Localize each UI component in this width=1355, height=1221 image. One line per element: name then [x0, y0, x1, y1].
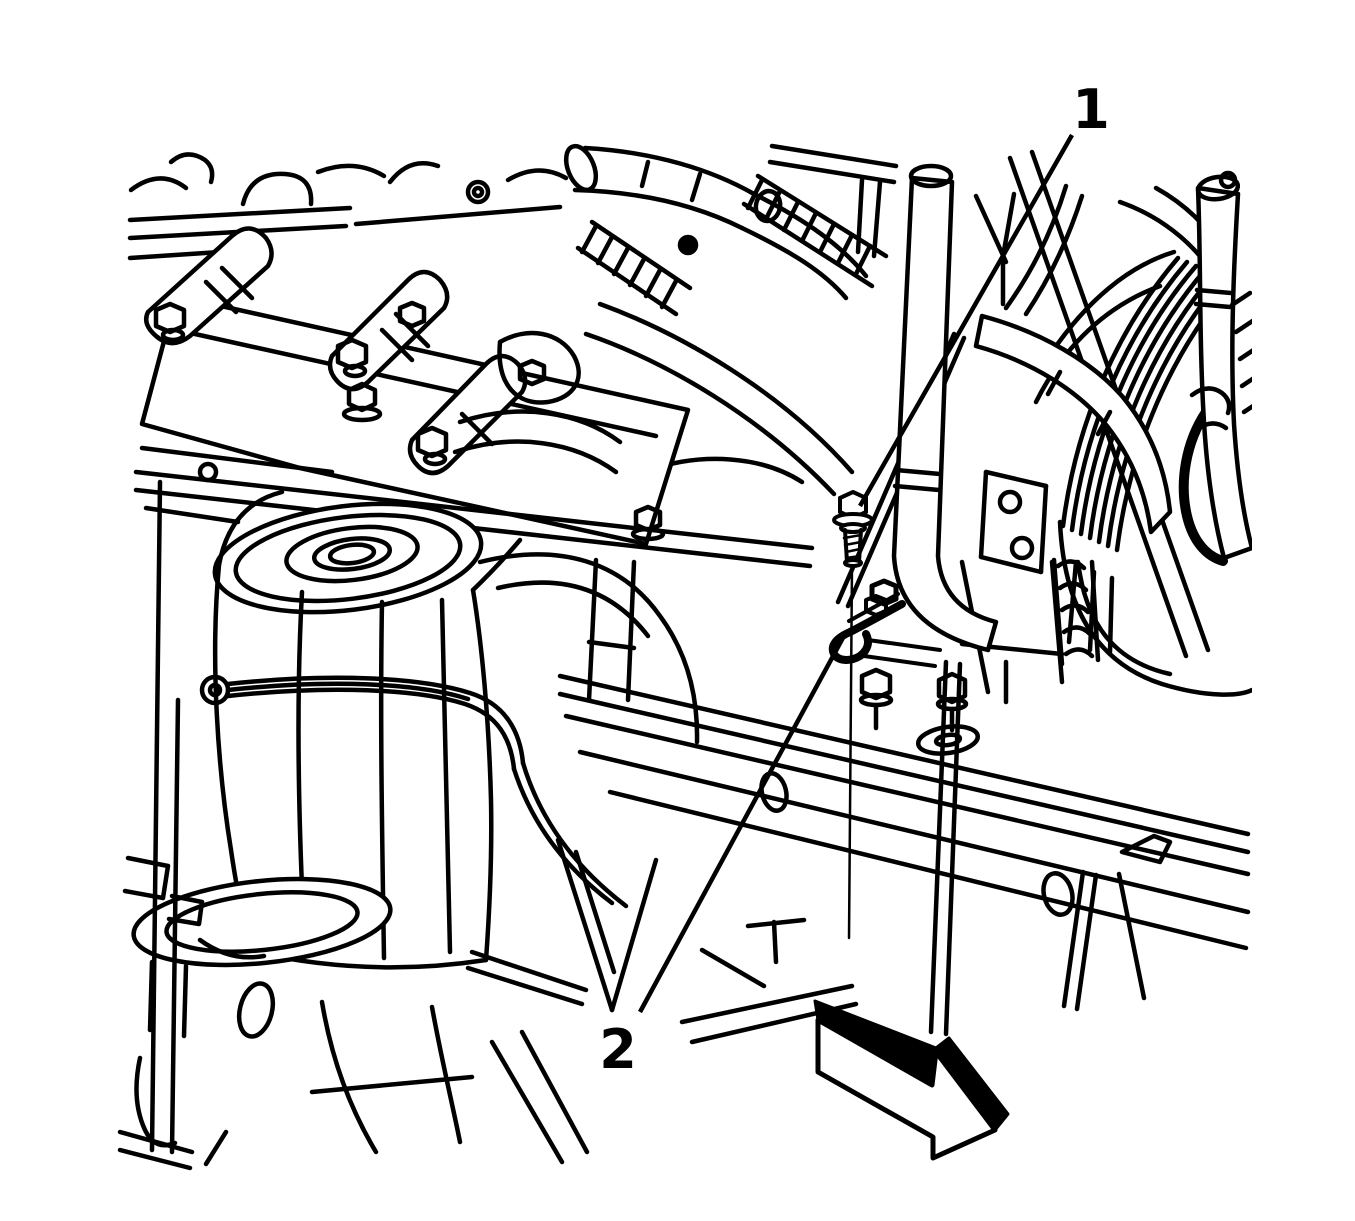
frame-rail — [557, 659, 1251, 1045]
callout-2: 2 — [599, 632, 847, 1081]
callout-1-label: 1 — [1072, 78, 1110, 141]
callout-2-leader-line — [638, 632, 847, 1014]
callout-1-leader-line — [858, 133, 1074, 508]
front-direction-arrow-icon — [813, 999, 1010, 1161]
callout-1: 1 — [858, 78, 1110, 508]
callout-2-label: 2 — [599, 1018, 637, 1081]
hose-tangle — [563, 143, 1101, 667]
mount-housing — [117, 479, 700, 1171]
crankshaft-pulley — [973, 149, 1252, 697]
